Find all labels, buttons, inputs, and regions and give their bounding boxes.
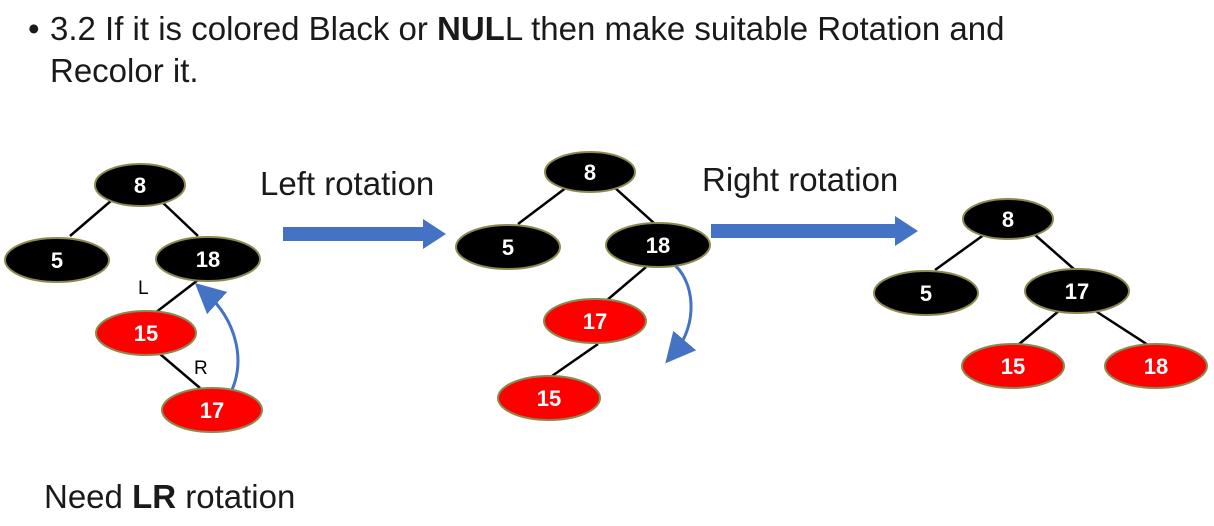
tree1-edges bbox=[69, 199, 201, 389]
tree2-edge-8-5 bbox=[517, 186, 568, 225]
left-rotation-arrow bbox=[283, 219, 446, 249]
tree2-node-18-label: 18 bbox=[646, 233, 670, 258]
tree3-edges bbox=[934, 232, 1149, 347]
tree2-edge-18-17 bbox=[605, 266, 647, 302]
bullet-heading: • 3.2 If it is colored Black or NULL then… bbox=[28, 8, 1188, 92]
tree1-edge-15-17 bbox=[159, 353, 201, 389]
footer-bold: LR bbox=[132, 478, 177, 515]
tree1-edge-label-r: R bbox=[194, 358, 208, 379]
tree1-edge-8-18 bbox=[159, 199, 199, 237]
tree3-node-8: 8 bbox=[962, 198, 1054, 240]
tree3-edge-17-18 bbox=[1093, 308, 1149, 347]
tree1-node-8: 8 bbox=[94, 163, 186, 207]
tree2-node-5-label: 5 bbox=[502, 235, 514, 260]
left-rotation-caption: Left rotation bbox=[260, 165, 435, 202]
tree1-edge-label-l: L bbox=[138, 278, 149, 299]
bullet-text-line2: Recolor it. bbox=[50, 52, 199, 89]
tree3-node-17: 17 bbox=[1024, 268, 1130, 314]
tree1-node-17-label: 17 bbox=[200, 398, 224, 423]
tree1-edge-8-5 bbox=[69, 199, 113, 237]
bullet-text-suffix: L then make suitable Rotation and bbox=[504, 10, 1005, 47]
bullet-marker: • bbox=[28, 10, 40, 47]
bullet-text-prefix: 3.2 If it is colored Black or bbox=[50, 10, 437, 47]
tree2-edge-17-15 bbox=[551, 342, 599, 378]
right-rotation-arrow bbox=[711, 216, 918, 246]
tree1-node-18: 18 bbox=[155, 236, 261, 282]
tree1-node-8-label: 8 bbox=[134, 173, 146, 198]
tree2-node-5: 5 bbox=[455, 224, 561, 270]
tree3-node-18: 18 bbox=[1104, 343, 1208, 389]
tree3-edge-8-5 bbox=[934, 232, 986, 272]
tree1-node-17: 17 bbox=[161, 387, 263, 433]
tree1-node-18-label: 18 bbox=[196, 247, 220, 272]
bullet-text-bold: NUL bbox=[437, 10, 505, 47]
tree2-node-17: 17 bbox=[543, 298, 647, 344]
tree2-node-8-label: 8 bbox=[584, 160, 596, 185]
footer-suffix: rotation bbox=[176, 478, 296, 515]
tree2-node-18: 18 bbox=[605, 222, 711, 268]
tree2-node-17-label: 17 bbox=[583, 309, 607, 334]
tree2-node-15: 15 bbox=[497, 375, 601, 421]
tree2-edges bbox=[517, 186, 656, 378]
tree1-edge-18-15 bbox=[154, 279, 199, 314]
tree2-edge-8-18 bbox=[613, 186, 656, 225]
tree3-node-5: 5 bbox=[873, 270, 979, 316]
tree3-node-8-label: 8 bbox=[1002, 207, 1014, 232]
footer-caption: Need LR rotation bbox=[44, 476, 295, 518]
footer-prefix: Need bbox=[44, 478, 133, 515]
tree1-node-5: 5 bbox=[4, 237, 110, 283]
right-rotation-caption: Right rotation bbox=[702, 161, 899, 198]
tree3-node-5-label: 5 bbox=[920, 281, 932, 306]
tree1-node-5-label: 5 bbox=[51, 248, 63, 273]
tree2-node-8: 8 bbox=[544, 151, 636, 193]
tree1-node-15-label: 15 bbox=[134, 321, 158, 346]
tree3-edge-17-15 bbox=[1017, 309, 1061, 346]
tree1-node-15: 15 bbox=[95, 310, 197, 356]
tree3-node-15: 15 bbox=[961, 343, 1065, 389]
tree2-curve-arrow bbox=[665, 260, 697, 364]
tree1-curve-arrow bbox=[194, 282, 240, 393]
tree3-node-18-label: 18 bbox=[1144, 354, 1168, 379]
tree3-node-15-label: 15 bbox=[1001, 354, 1025, 379]
tree3-edge-8-17 bbox=[1033, 233, 1076, 271]
tree3-node-17-label: 17 bbox=[1065, 279, 1089, 304]
tree2-node-15-label: 15 bbox=[537, 386, 561, 411]
